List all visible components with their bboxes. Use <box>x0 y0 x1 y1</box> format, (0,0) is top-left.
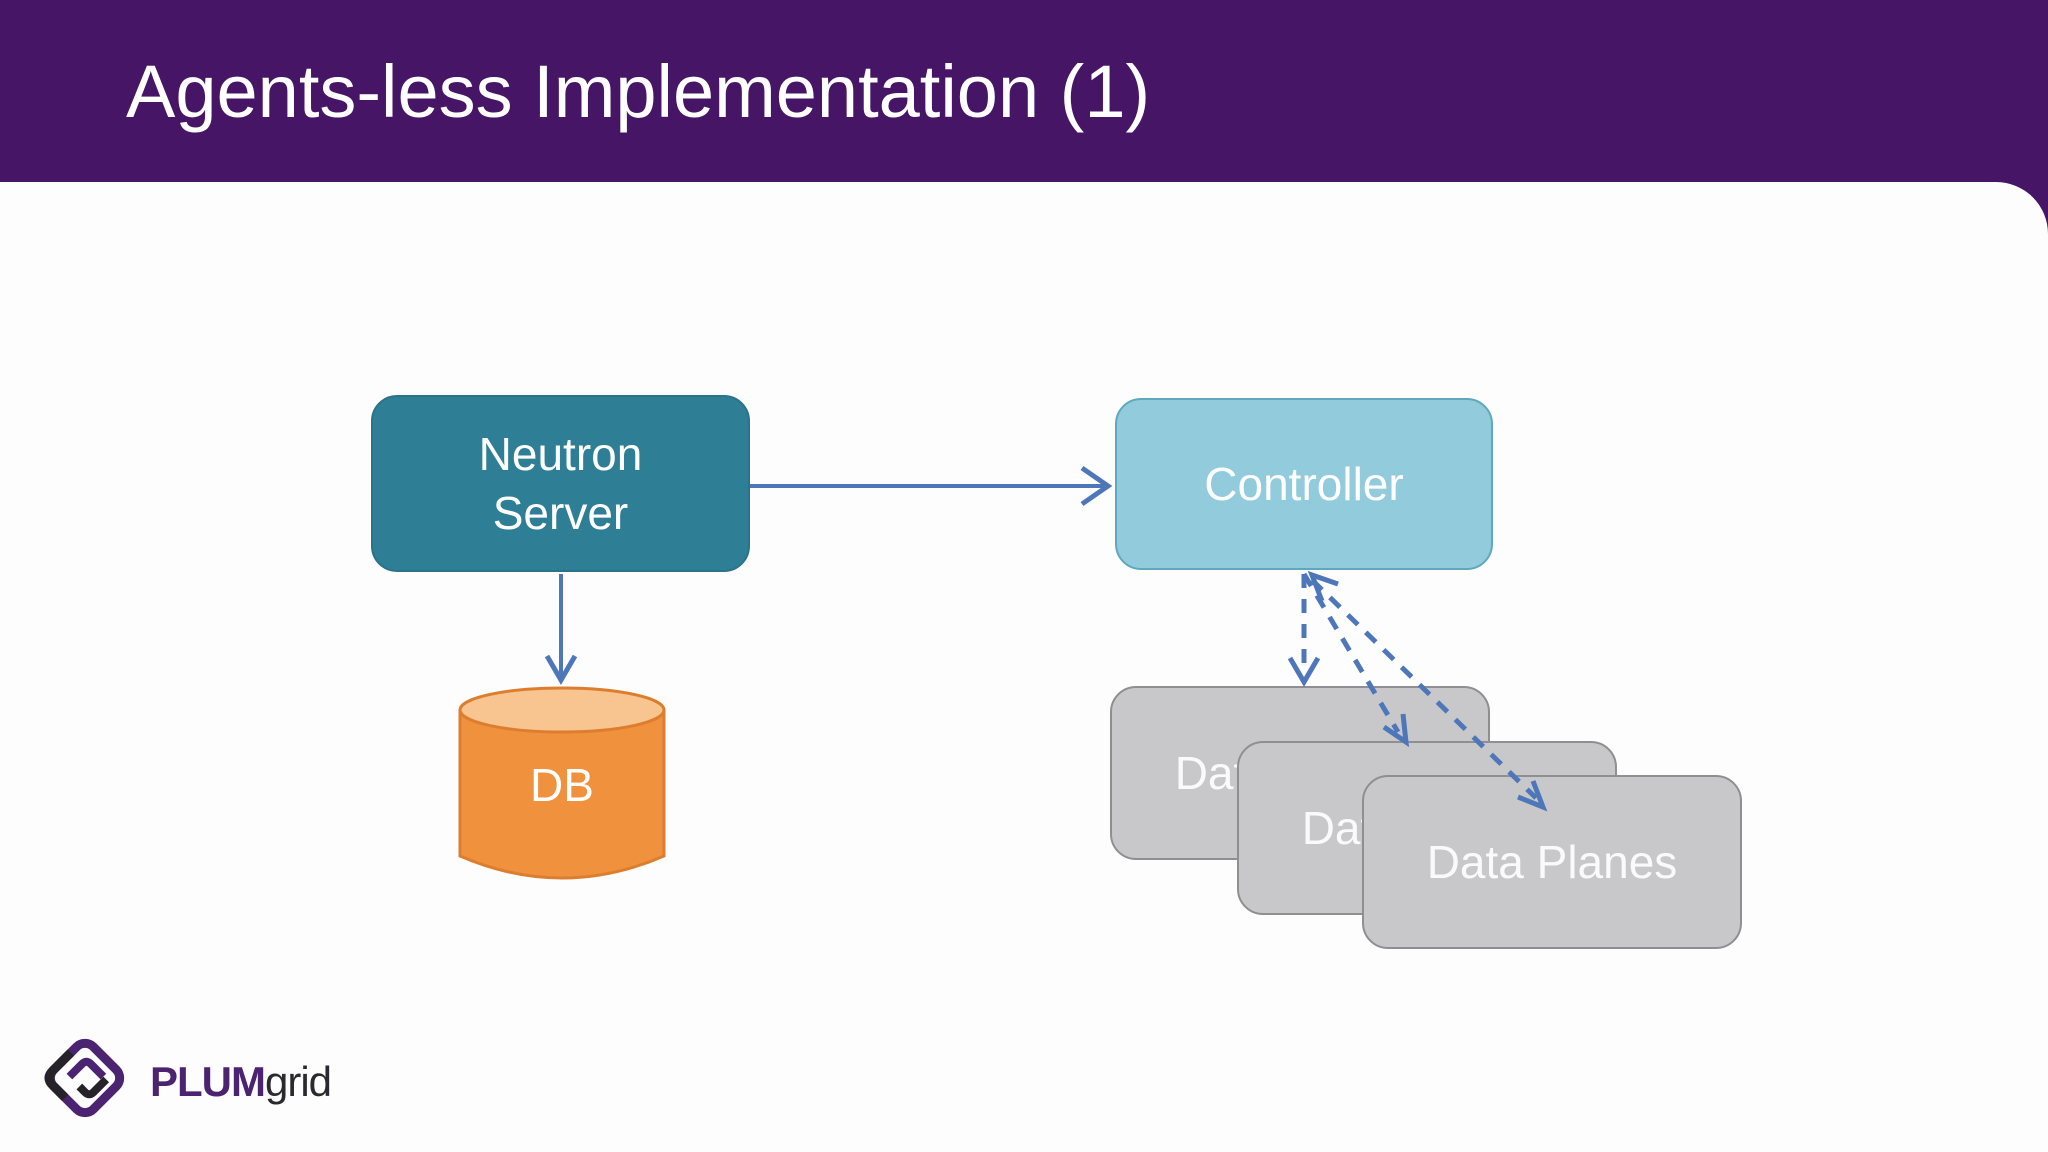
node-data-plane-3: Data Planes <box>1362 775 1742 949</box>
page-title: Agents-less Implementation (1) <box>126 49 1151 133</box>
logo-text-plum: PLUM <box>150 1058 266 1105</box>
db-cylinder-icon <box>458 686 666 880</box>
node-neutron-server: Neutron Server <box>371 395 750 572</box>
logo-text-grid: grid <box>265 1058 332 1105</box>
plumgrid-logo-text: PLUMgrid <box>150 1058 332 1106</box>
plumgrid-logo-icon <box>44 1038 125 1118</box>
db-label: DB <box>530 759 594 811</box>
node-controller: Controller <box>1115 398 1493 570</box>
neutron-server-label: Neutron Server <box>478 427 643 539</box>
title-bar: Agents-less Implementation (1) <box>0 0 2048 182</box>
data-plane-label: Data Planes <box>1426 836 1678 888</box>
controller-label: Controller <box>1204 458 1404 510</box>
content-panel <box>0 182 2048 1152</box>
